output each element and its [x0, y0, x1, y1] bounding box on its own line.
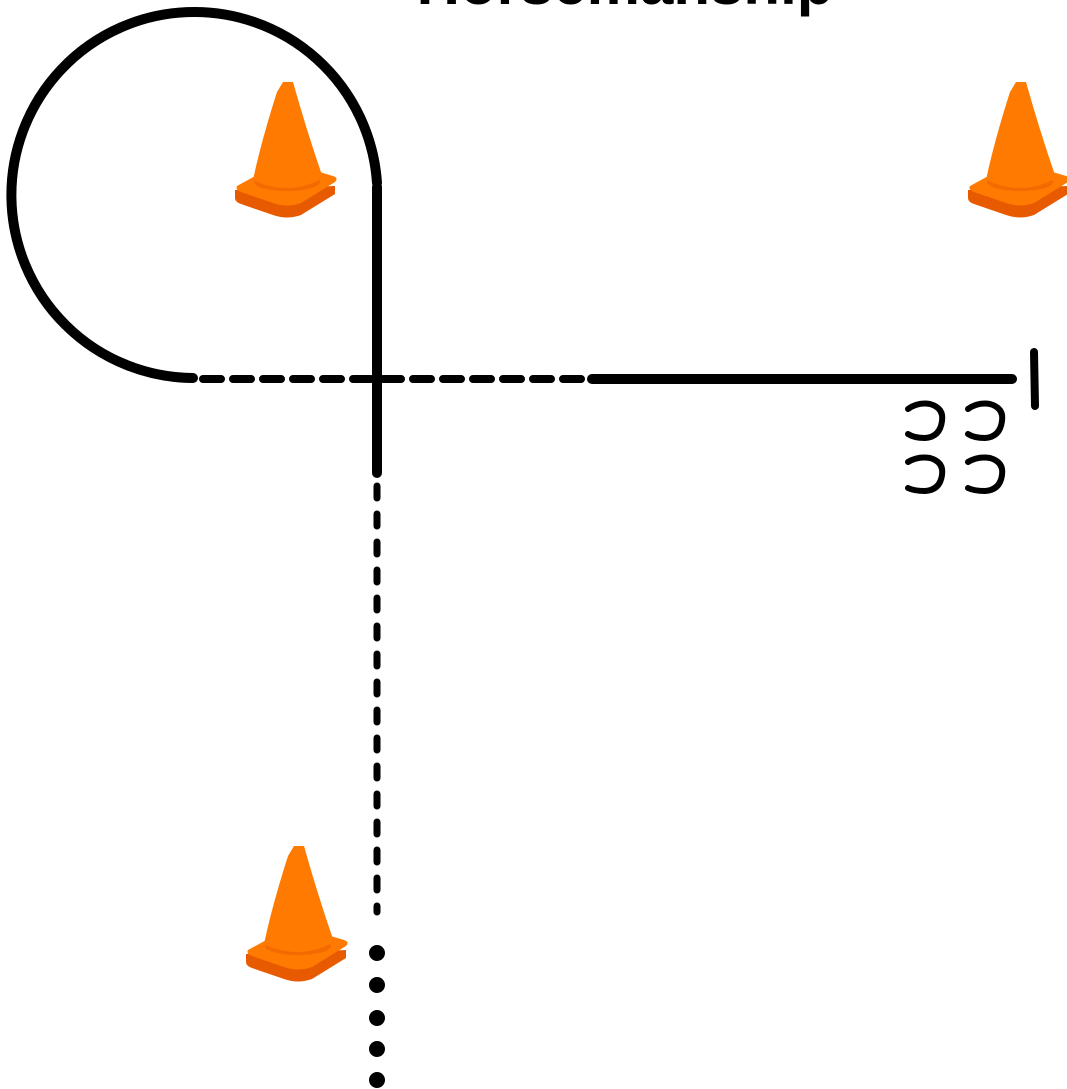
circle-path: [6, 7, 382, 383]
lope-dot: [369, 977, 385, 993]
stop-marker-icon: [1030, 348, 1039, 410]
lope-dots: [369, 945, 385, 1088]
horseshoe-prints-icon: [905, 400, 1006, 495]
traffic-cone-icon: [246, 846, 348, 982]
traffic-cone-icon: [235, 82, 337, 218]
lope-dot: [369, 1041, 385, 1057]
hoof-print: [905, 400, 946, 442]
lope-dot: [369, 945, 385, 961]
pattern-title: Horsemanship: [0, 0, 1067, 14]
lope-dot: [369, 1072, 385, 1088]
lope-dot: [369, 1010, 385, 1026]
hoof-print: [965, 454, 1006, 495]
hoof-print: [965, 400, 1006, 442]
hoof-print: [905, 454, 946, 495]
traffic-cone-icon: [968, 82, 1067, 218]
